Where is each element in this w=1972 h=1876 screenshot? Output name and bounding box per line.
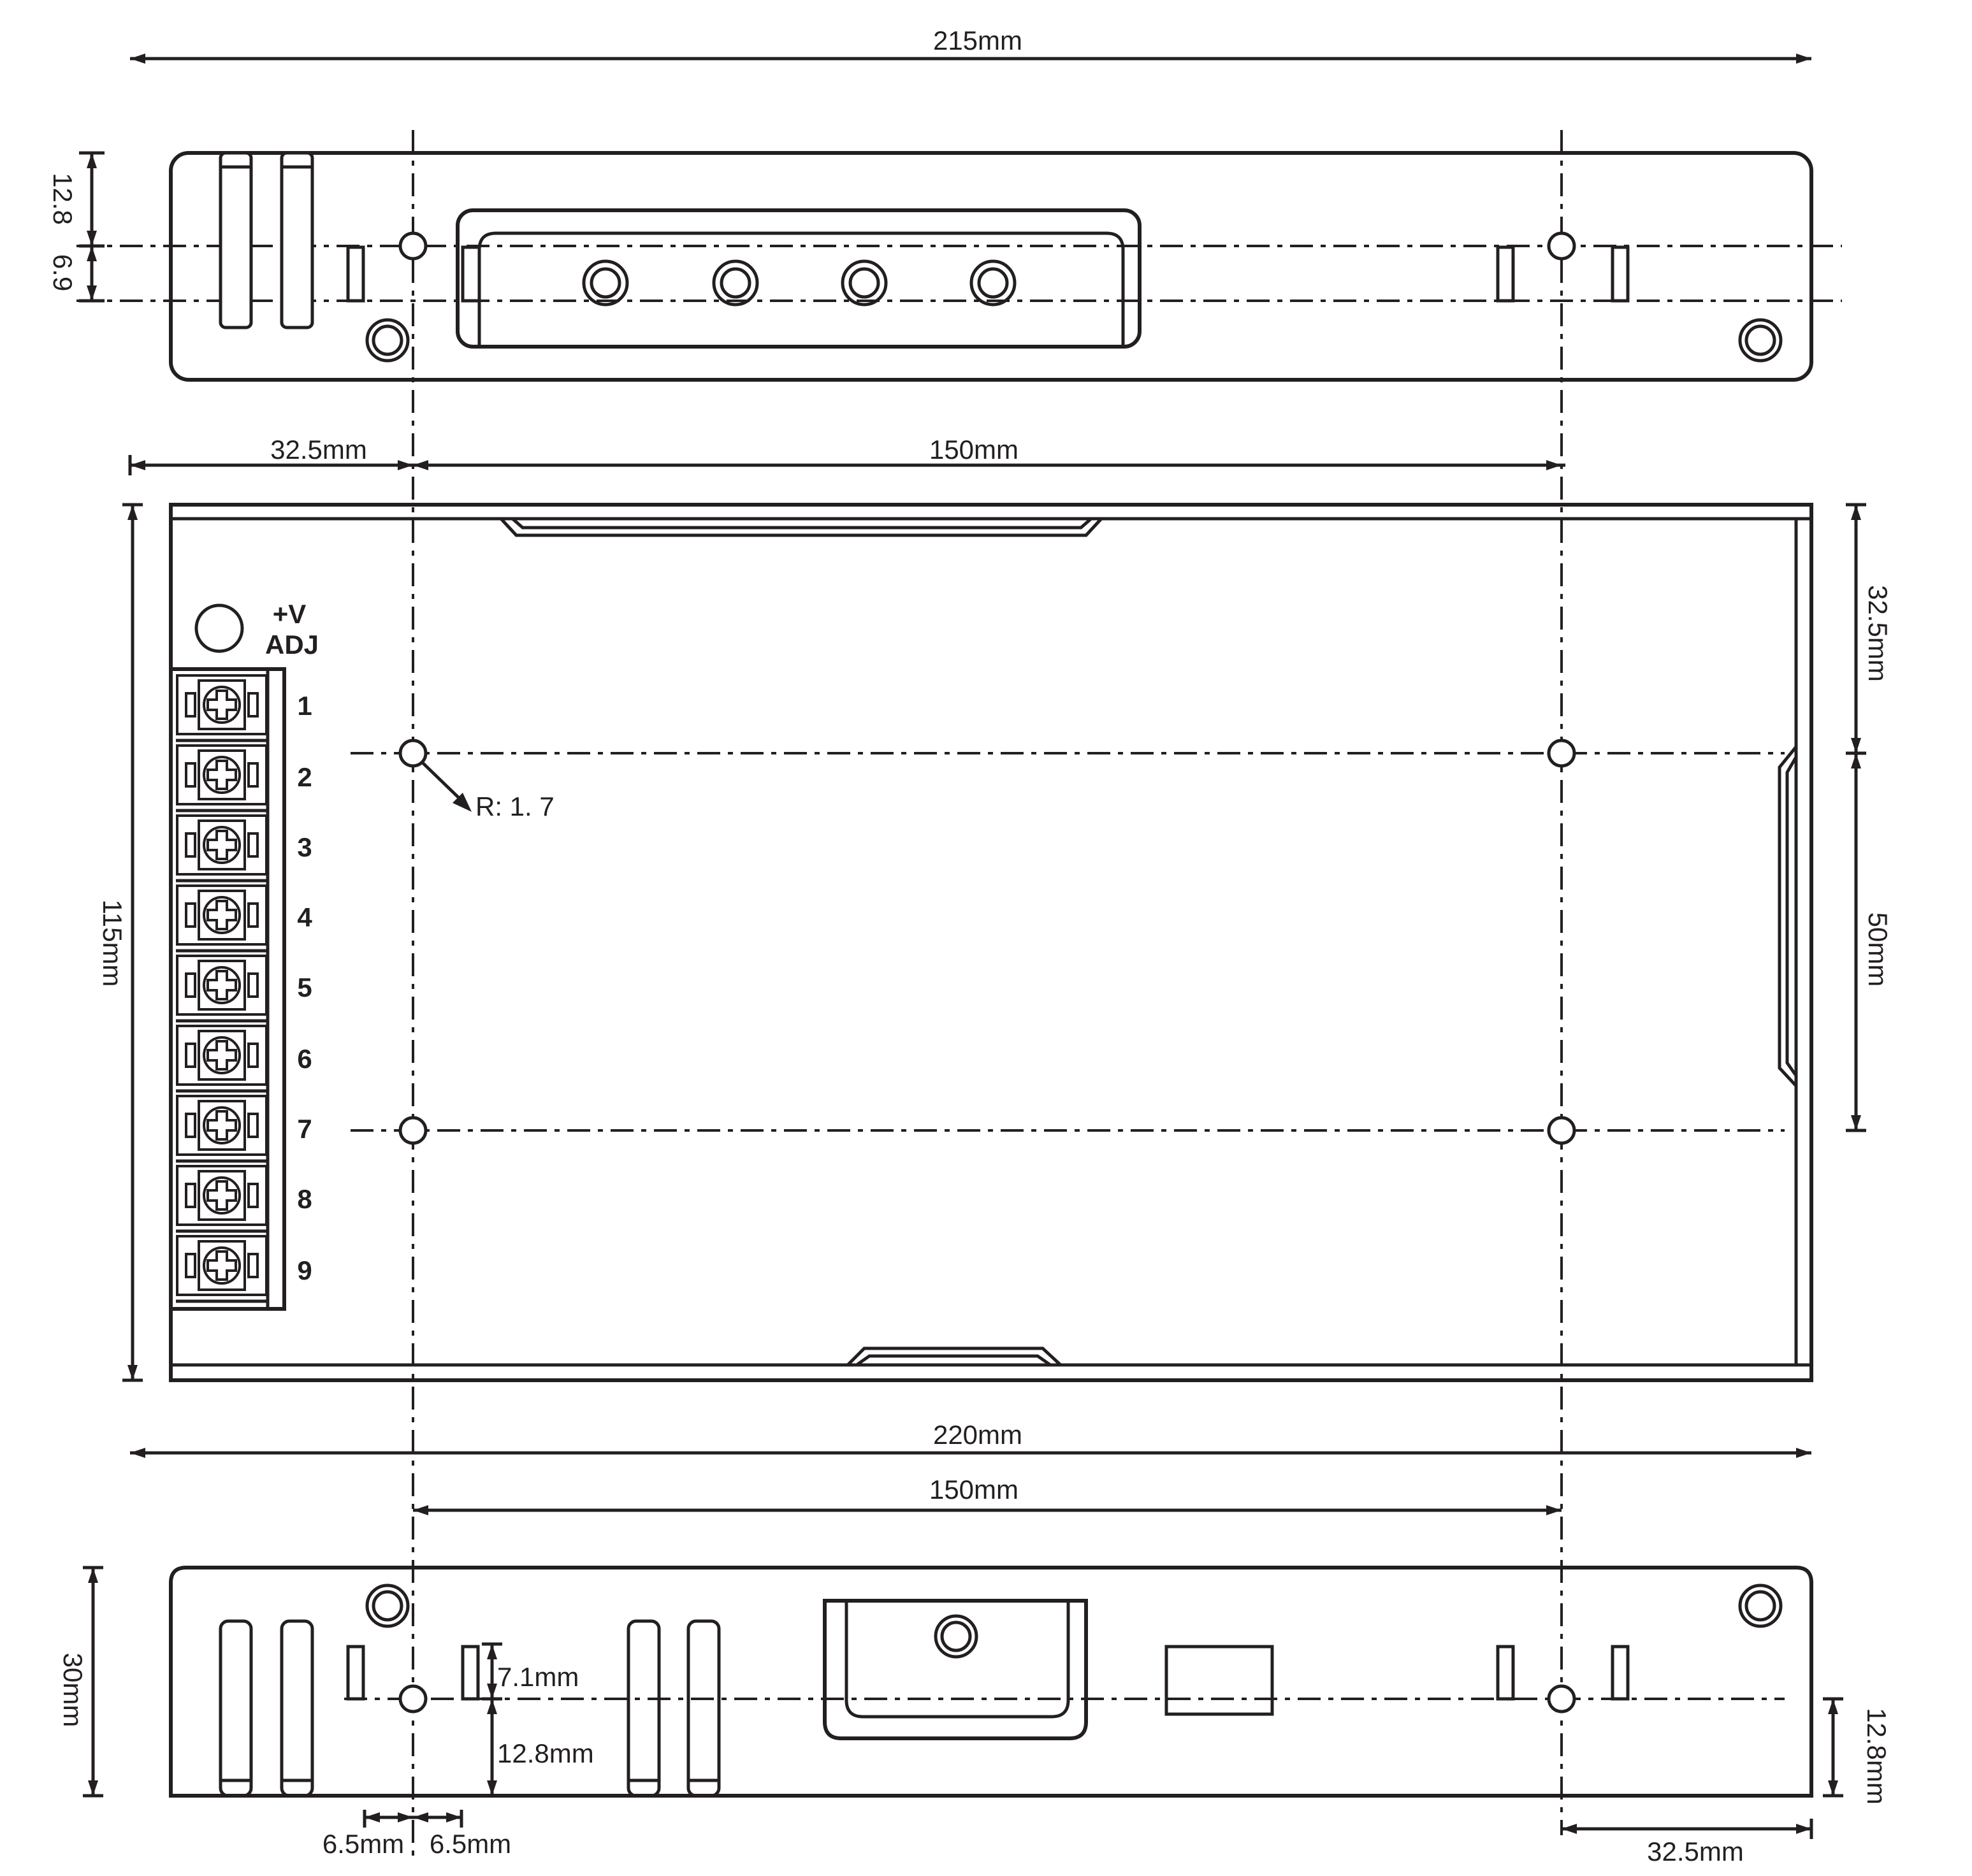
dim-150mm-bottom: 150mm — [929, 1475, 1019, 1504]
dim-220mm: 220mm — [933, 1420, 1022, 1450]
dim-6-5mm-left: 6.5mm — [323, 1829, 404, 1859]
top-dimensions: 215mm 12.8 6.9 — [48, 25, 1811, 303]
dim-115mm: 115mm — [98, 900, 127, 987]
terminal-number: 3 — [297, 832, 312, 862]
terminal-number: 9 — [297, 1255, 312, 1285]
terminal-number: 7 — [297, 1114, 312, 1144]
dim-215mm: 215mm — [933, 25, 1022, 55]
bottom-dimensions: 30mm 7.1mm 12.8mm 12.8mm 6.5mm 6.5mm — [58, 1566, 1892, 1866]
top-view — [169, 151, 1813, 382]
bottom-view — [169, 1566, 1813, 1798]
terminal-number: 1 — [297, 691, 312, 721]
dim-32-5mm-bottom: 32.5mm — [1647, 1836, 1744, 1866]
dim-30mm: 30mm — [58, 1653, 88, 1728]
terminal-screws — [176, 674, 268, 1296]
main-view: +V ADJ 1 2 3 4 5 6 — [169, 503, 1813, 1382]
adj-label-adj: ADJ — [265, 630, 319, 660]
dim-32-5mm-left: 32.5mm — [270, 435, 367, 465]
dim-6-5mm-right: 6.5mm — [430, 1829, 511, 1859]
dim-6-9-top: 6.9 — [48, 254, 78, 291]
dim-12-8mm-bottom: 12.8mm — [497, 1738, 594, 1768]
terminal-number: 4 — [297, 902, 312, 932]
dim-50mm: 50mm — [1863, 913, 1893, 987]
adj-label-plus-v: +V — [273, 599, 307, 629]
dim-7-1mm: 7.1mm — [497, 1662, 579, 1692]
terminal-number: 8 — [297, 1184, 312, 1214]
terminal-number: 5 — [297, 972, 312, 1002]
dim-12-8mm-right: 12.8mm — [1862, 1708, 1892, 1805]
bottom-dimensions-upper: 220mm 150mm — [130, 1420, 1811, 1515]
main-dimensions: 32.5mm 150mm 115mm 32.5mm 50mm — [98, 435, 1893, 1382]
center-lines — [76, 130, 1842, 1863]
hole-radius-label: R: 1. 7 — [475, 791, 555, 821]
terminal-numbers: 1 2 3 4 5 6 7 8 9 — [297, 691, 312, 1285]
terminal-number: 2 — [297, 762, 312, 792]
dim-150mm-top: 150mm — [929, 435, 1019, 465]
terminal-number: 6 — [297, 1044, 312, 1074]
dim-12-8-top: 12.8 — [48, 173, 78, 225]
dim-32-5mm-right: 32.5mm — [1863, 585, 1893, 682]
